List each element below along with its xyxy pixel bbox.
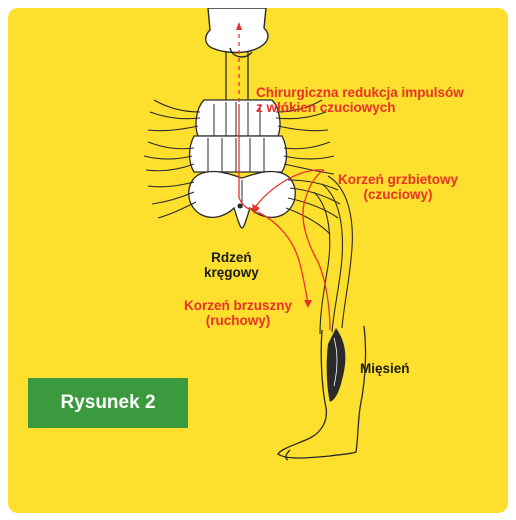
spinal-cord-segments bbox=[189, 100, 296, 228]
muscle-shape bbox=[327, 328, 346, 402]
label-surgical-reduction-line2: z włókien czuciowych bbox=[256, 100, 464, 115]
figure-panel: Chirurgiczna redukcja impulsów z włókien… bbox=[8, 8, 508, 513]
brainstem bbox=[226, 52, 248, 100]
label-spinal-cord: Rdzeń kręgowy bbox=[204, 250, 259, 280]
motor-pathway bbox=[258, 212, 308, 304]
nerve-roots-right bbox=[276, 100, 340, 234]
brain-outline bbox=[206, 8, 268, 57]
label-ventral-root: Korzeń brzuszny (ruchowy) bbox=[184, 298, 292, 328]
label-surgical-reduction-line1: Chirurgiczna redukcja impulsów bbox=[256, 85, 464, 100]
label-muscle: Mięsień bbox=[360, 361, 410, 376]
label-dorsal-root: Korzeń grzbietowy (czuciowy) bbox=[338, 172, 458, 202]
label-spinal-cord-line1: Rdzeń bbox=[204, 250, 259, 265]
label-surgical-reduction: Chirurgiczna redukcja impulsów z włókien… bbox=[256, 85, 464, 115]
label-ventral-root-line2: (ruchowy) bbox=[184, 313, 292, 328]
figure-badge: Rysunek 2 bbox=[28, 378, 188, 428]
label-dorsal-root-line2: (czuciowy) bbox=[338, 187, 458, 202]
label-ventral-root-line1: Korzeń brzuszny bbox=[184, 298, 292, 313]
central-canal bbox=[238, 204, 243, 209]
label-spinal-cord-line2: kręgowy bbox=[204, 265, 259, 280]
label-dorsal-root-line1: Korzeń grzbietowy bbox=[338, 172, 458, 187]
leg-outline bbox=[278, 326, 366, 460]
